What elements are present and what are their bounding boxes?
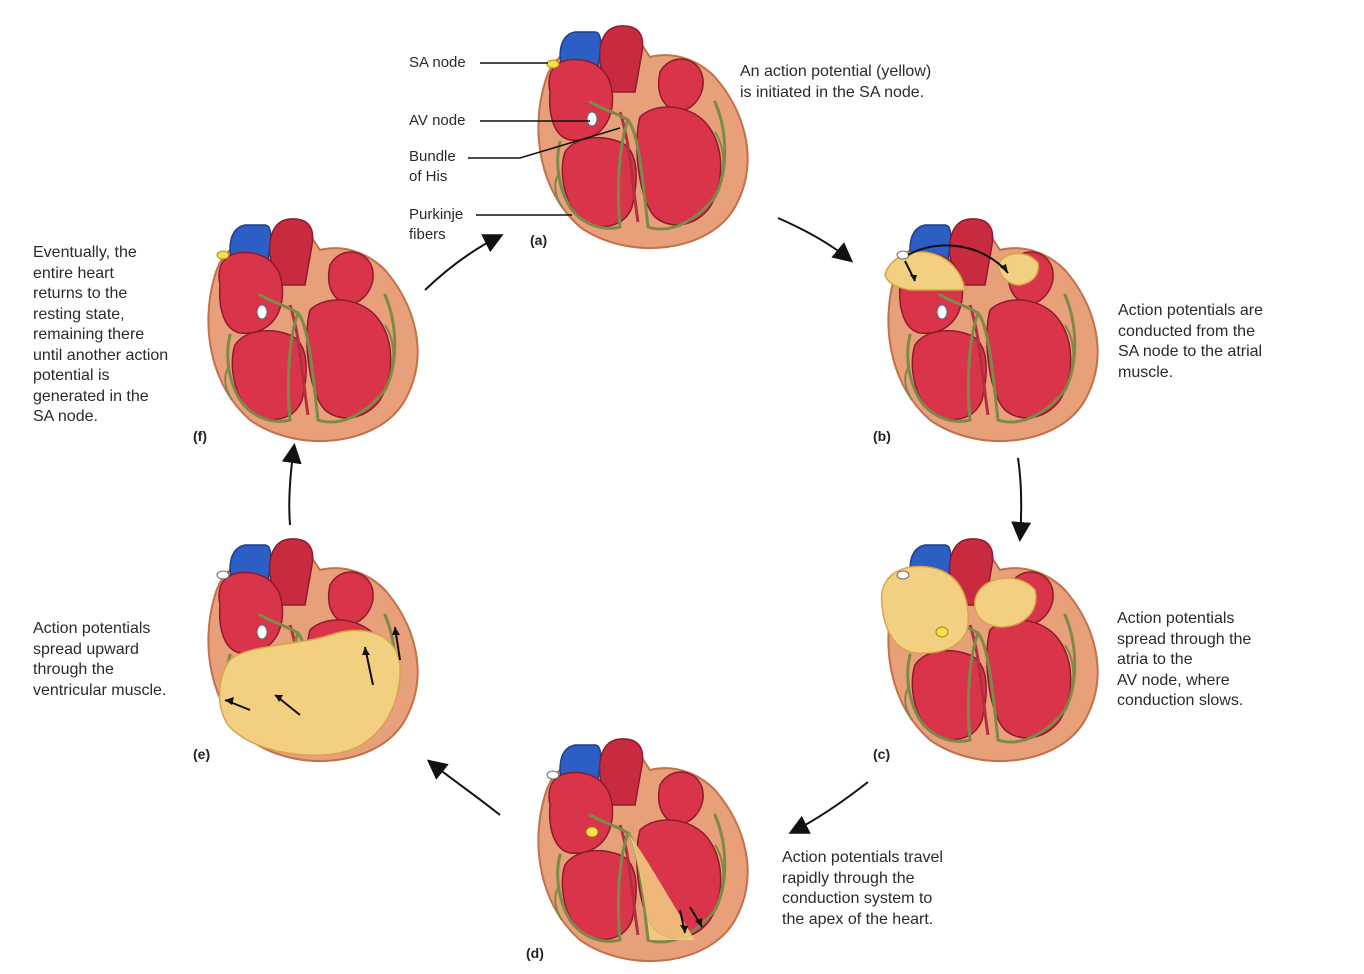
heart-panel-b (884, 217, 1100, 443)
bundle-of-his-label: Bundle of His (409, 148, 456, 185)
panel-letter-d: (d) (526, 945, 544, 961)
panel-letter-b: (b) (873, 428, 891, 444)
caption-e: Action potentials spread upward through … (33, 620, 167, 699)
heart-panel-a (536, 24, 750, 250)
purkinje-fibers-label: Purkinje fibers (409, 206, 464, 243)
arrow-c-to-d (788, 781, 869, 834)
panel-letter-c: (c) (873, 746, 891, 762)
arrow-f-to-a (424, 234, 504, 291)
panel-letter-f: (f) (193, 428, 207, 444)
panel-letter-a: (a) (530, 232, 548, 248)
heart-panel-c (880, 537, 1100, 763)
panel-letter-e: (e) (193, 746, 211, 762)
av-node-label: AV node (409, 112, 466, 129)
caption-b: Action potentials are conducted from the… (1118, 302, 1263, 381)
caption-d: Action potentials travel rapidly through… (782, 849, 943, 928)
caption-c: Action potentials spread through the atr… (1117, 610, 1252, 709)
arrow-a-to-b (777, 217, 854, 263)
arrow-b-to-c (1011, 457, 1032, 542)
heart-panel-d (536, 737, 750, 963)
leader-bundle-of-his (468, 127, 621, 159)
arrow-d-to-e (426, 759, 501, 816)
sa-node-label: SA node (409, 54, 466, 71)
heart-panel-e (206, 537, 420, 763)
heart-panel-f (206, 217, 420, 443)
av-node (586, 111, 598, 127)
arrow-e-to-f (281, 443, 302, 526)
caption-a: An action potential (yellow) is initiate… (740, 63, 932, 101)
sa-node (546, 59, 560, 69)
caption-f: Eventually, the entire heart returns to … (33, 244, 169, 425)
